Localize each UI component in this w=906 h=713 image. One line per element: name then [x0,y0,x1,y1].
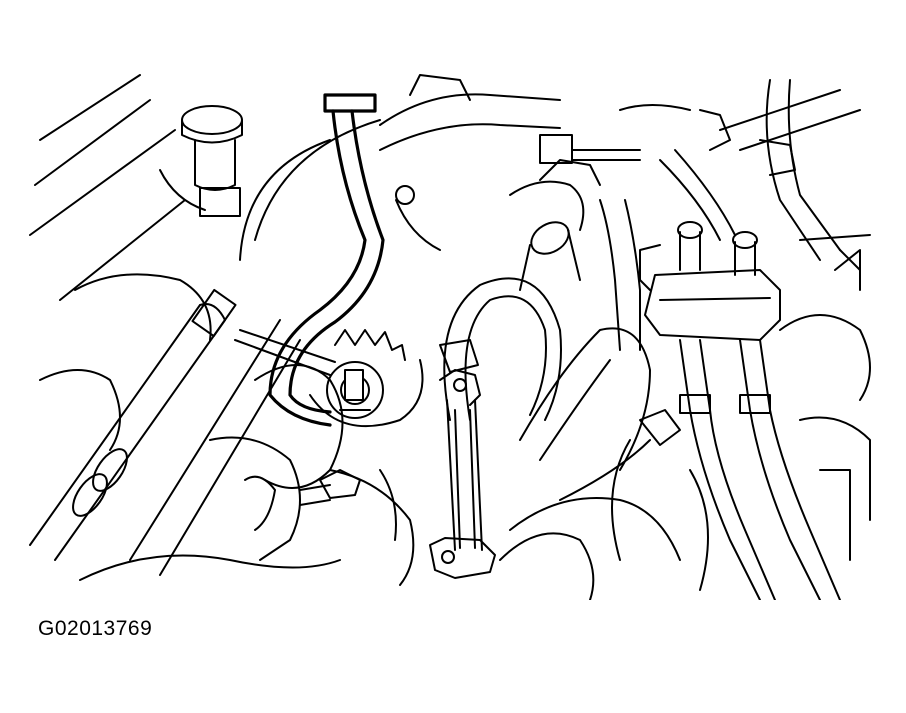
hood-edge-lines [29,74,186,301]
wiring-harness [268,93,385,427]
engine-block-outline [39,273,415,586]
center-hose-loop [439,277,562,421]
lower-center-parts [244,469,595,600]
idler-gear [309,329,424,428]
spark-plug-wires [679,339,841,600]
air-duct [509,199,681,561]
middle-left-hose [129,119,381,576]
support-bracket [429,369,496,579]
right-side-components [611,234,871,591]
fluid-reservoir [159,105,243,217]
mounting-bolt [395,185,441,251]
control-rod [234,329,336,376]
ignition-coil-pack [639,221,781,341]
lower-left-hose [29,288,237,561]
throttle-pipe [509,159,601,291]
engine-compartment-illustration [29,74,871,600]
figure-code: G02013769 [38,617,153,640]
upper-right-wires [659,79,861,261]
upper-intake-pipe [379,74,691,164]
